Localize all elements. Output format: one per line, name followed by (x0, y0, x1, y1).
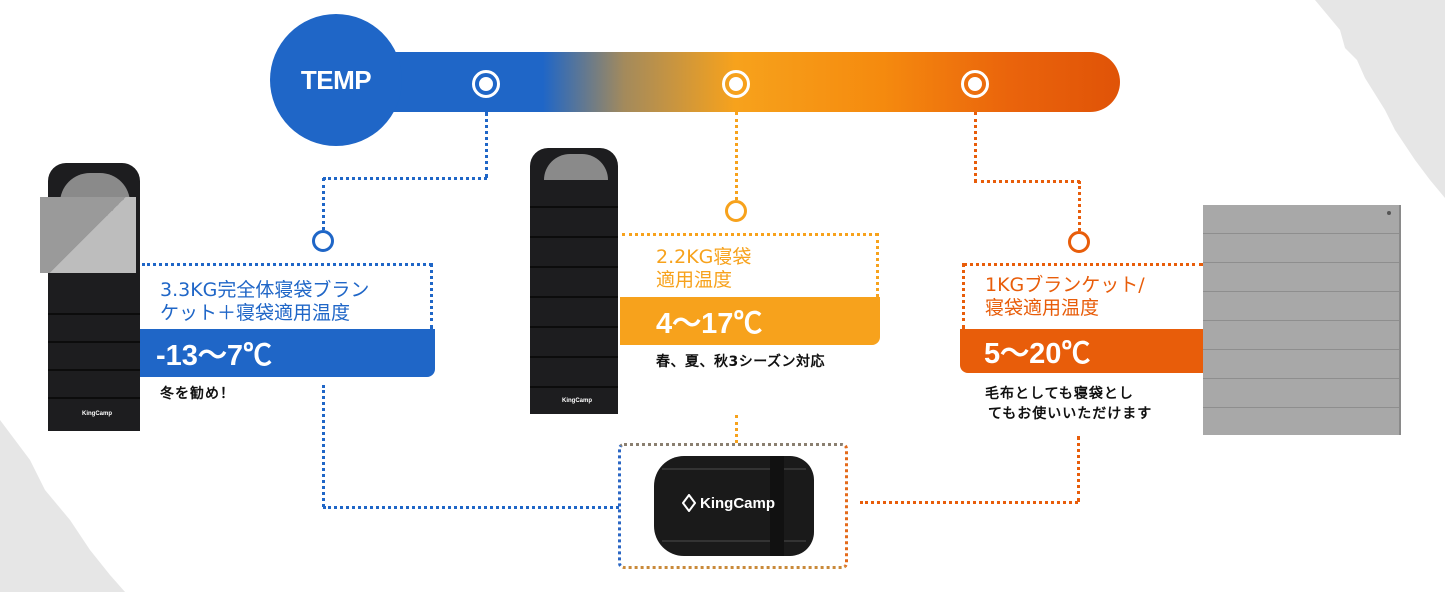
connector-line (1078, 181, 1081, 231)
connector-line (323, 506, 619, 509)
compression-bag-frame (618, 443, 848, 569)
option-3-title-line1: 1KGブランケット/ (985, 274, 1145, 296)
compression-bag-image: KingCamp (654, 456, 814, 556)
option-2-title-line2: 適用温度 (656, 269, 733, 291)
option-1-title: 3.3KG完全体寝袋ブラン ケット＋寝袋適用温度 (160, 279, 369, 325)
brand-text: KingCamp (562, 398, 592, 404)
connector-line (322, 385, 325, 507)
connector-line (735, 415, 738, 443)
card-border (142, 263, 432, 266)
temp-marker-cold (472, 70, 500, 98)
option-1-title-line2: ケット＋寝袋適用温度 (160, 302, 351, 324)
connector-ring-icon (312, 230, 334, 252)
connector-line (860, 501, 1078, 504)
connector-line (322, 178, 325, 230)
option-3-note: 毛布としても寝袋とし てもお使いいただけます (985, 384, 1152, 424)
connector-line (485, 112, 488, 178)
connector-ring-icon (725, 200, 747, 222)
option-3-title-line2: 寝袋適用温度 (985, 297, 1100, 319)
temp-marker-mild (722, 70, 750, 98)
grunge-corner-bottom-left (0, 420, 125, 592)
option-2-title: 2.2KG寝袋 適用温度 (656, 246, 751, 292)
temp-marker-warm (961, 70, 989, 98)
kingcamp-logo: KingCamp (682, 494, 775, 512)
option-3-title: 1KGブランケット/ 寝袋適用温度 (985, 274, 1145, 320)
option-3-temperature-band: 5〜20℃ (960, 329, 1205, 373)
card-border (622, 233, 878, 236)
card-border (963, 263, 1203, 266)
option-2-temperature-band: 4〜17℃ (620, 297, 880, 345)
temp-badge (270, 14, 402, 146)
option-1-title-line1: 3.3KG完全体寝袋ブラン (160, 279, 370, 301)
brand-text: KingCamp (82, 411, 112, 417)
product-image-sleeping-bag-with-blanket: KingCamp (40, 163, 140, 431)
option-3-note-line2: てもお使いいただけます (988, 406, 1153, 422)
card-border (962, 263, 965, 329)
product-image-sleeping-bag: KingCamp (530, 148, 618, 414)
kingcamp-diamond-icon (682, 494, 696, 512)
option-2-title-line1: 2.2KG寝袋 (656, 246, 752, 268)
option-2-note: 春、夏、秋3シーズン対応 (656, 354, 826, 370)
brand-text: KingCamp (700, 494, 775, 512)
product-image-blanket (1203, 205, 1401, 435)
connector-line (1077, 436, 1080, 502)
connector-line (323, 177, 487, 180)
grunge-corner-top-right (1315, 0, 1445, 198)
option-1-note: 冬を勧め！ (160, 386, 235, 402)
card-border (430, 263, 433, 329)
temp-label: TEMP (300, 64, 372, 95)
card-border (876, 233, 879, 297)
connector-ring-icon (1068, 231, 1090, 253)
connector-line (974, 180, 1080, 183)
option-1-temperature-band: -13〜7℃ (140, 329, 435, 377)
option-3-note-line1: 毛布としても寝袋とし (985, 386, 1134, 402)
connector-line (974, 112, 977, 182)
connector-line (735, 112, 738, 200)
temperature-gradient-bar (380, 52, 1120, 112)
